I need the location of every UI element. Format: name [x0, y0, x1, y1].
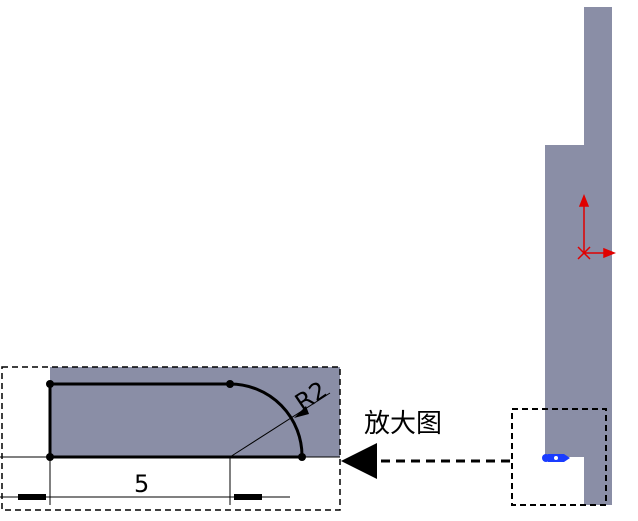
coordinate-axis-icon — [577, 193, 617, 260]
dim-arrow-left — [18, 494, 46, 500]
vertex-point — [226, 380, 234, 388]
part-foot — [584, 457, 612, 505]
part-upper-column — [584, 7, 612, 145]
part-lower-column — [545, 145, 612, 457]
length-dimension-label: 5 — [134, 470, 149, 498]
detail-caption: 放大图 — [364, 409, 442, 439]
radius-arrowhead — [294, 406, 309, 418]
enlarged-view-frame — [1, 366, 341, 511]
vertex-point — [298, 453, 306, 461]
part-body — [545, 7, 612, 505]
detail-part-fill — [50, 367, 340, 457]
origin-point-icon — [542, 454, 570, 462]
enlarged-detail-view: R2 5 — [0, 366, 341, 511]
radius-leader-line — [229, 392, 331, 458]
dim-arrow-right — [234, 494, 262, 500]
vertex-point — [46, 380, 54, 388]
source-detail-frame — [511, 408, 607, 506]
